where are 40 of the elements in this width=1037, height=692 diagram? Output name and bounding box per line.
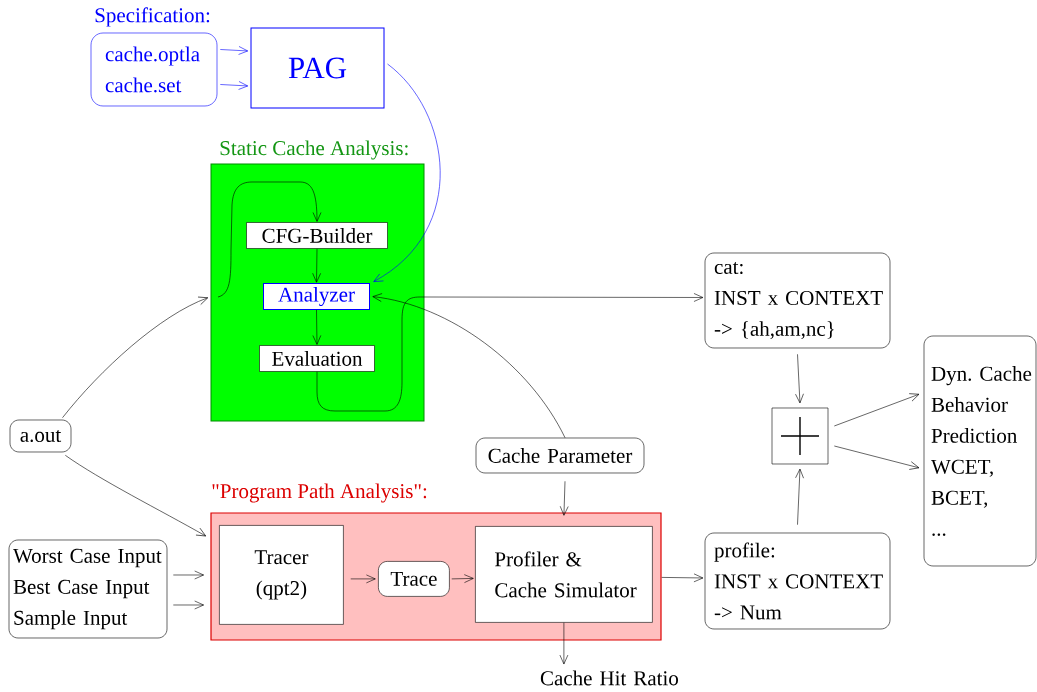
data-box: Cache Parameter	[475, 437, 645, 474]
arrow	[834, 445, 920, 470]
arrow	[217, 181, 322, 298]
arrow	[373, 63, 441, 282]
input-box: Worst Case Input Best Case Input Sample Input	[8, 539, 168, 639]
file-list-box: cache.optla cache.set	[90, 32, 218, 107]
process-box: Evaluation	[259, 345, 375, 372]
process-box: PAG	[250, 27, 385, 109]
plus-box	[771, 407, 829, 465]
result-box: Dyn. Cache Behavior Prediction WCET, BCET, ...	[923, 335, 1037, 567]
arrow	[661, 573, 704, 583]
arrow	[350, 574, 376, 584]
process-box: CFG-Builder	[246, 222, 388, 249]
process-box: Profiler & Cache Simulator	[475, 526, 653, 623]
file-box: a.out	[9, 419, 72, 453]
process-box: Tracer (qpt2)	[219, 525, 344, 625]
arrow	[312, 248, 321, 283]
arrow	[312, 309, 322, 345]
process-box: Analyzer	[263, 283, 370, 310]
arrow	[559, 481, 569, 516]
arrow	[372, 293, 566, 438]
arrow	[316, 293, 704, 412]
data-box: cat: INST x CONTEXT -> {ah,am,nc}	[704, 252, 891, 349]
arrow	[795, 468, 804, 525]
panel-heading: Specification:	[95, 7, 210, 27]
panel-heading: Static Cache Analysis:	[220, 140, 408, 160]
arrow	[62, 296, 209, 418]
arrow	[173, 570, 204, 580]
arrow	[65, 455, 207, 537]
arrow	[795, 354, 804, 404]
panel-heading: "Program Path Analysis":	[212, 483, 427, 503]
arrow	[834, 393, 920, 427]
arrow	[220, 46, 249, 55]
output-label: Cache Hit Ratio	[540, 670, 678, 686]
arrow	[559, 622, 569, 665]
arrow	[173, 600, 204, 610]
arrow	[451, 574, 474, 583]
data-box: Trace	[378, 561, 450, 597]
arrow	[220, 81, 249, 90]
data-box: profile: INST x CONTEXT -> Num	[704, 532, 891, 630]
